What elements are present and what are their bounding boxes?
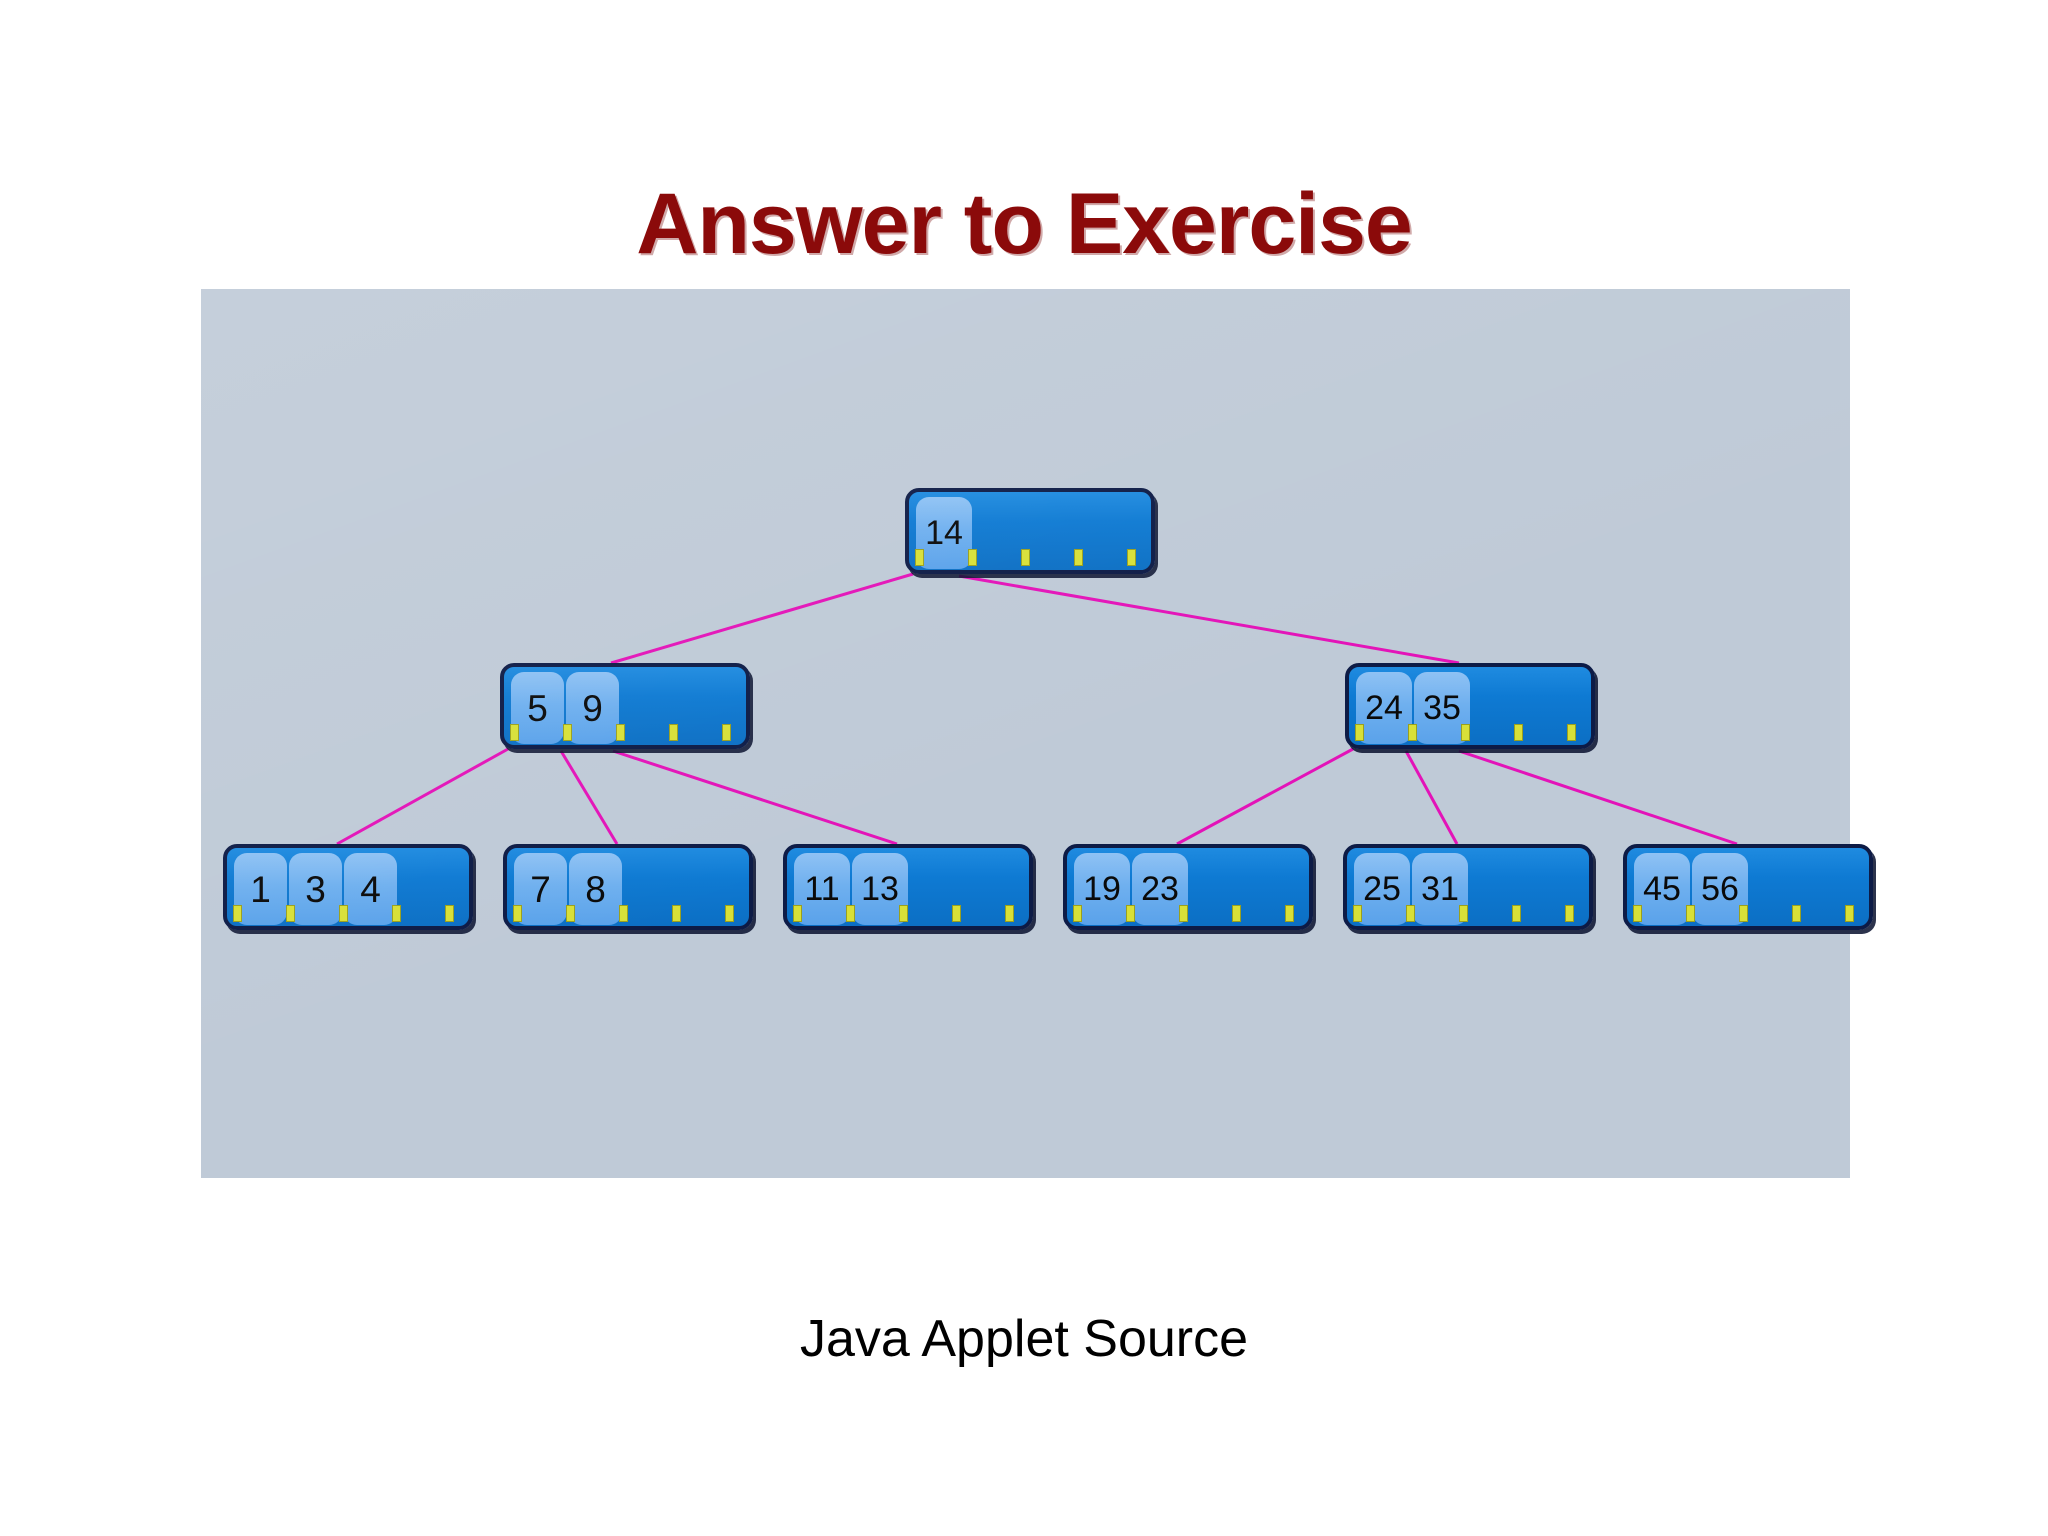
btree-child-pointer-marker <box>1567 724 1576 741</box>
btree-key-cell[interactable]: 23 <box>1132 853 1188 925</box>
btree-child-pointer-marker <box>1005 905 1014 922</box>
btree-edge <box>1404 750 1459 845</box>
btree-child-pointer-marker <box>722 724 731 741</box>
btree-child-pointer-marker <box>1845 905 1854 922</box>
slide-title: Answer to Exercise <box>636 176 1412 272</box>
btree-edge <box>559 750 619 845</box>
btree-key-cell[interactable]: 19 <box>1074 853 1130 925</box>
btree-child-pointer-marker <box>1512 905 1521 922</box>
applet-source-caption: Java Applet Source <box>799 1310 1249 1368</box>
btree-key-cell[interactable]: 8 <box>569 853 622 925</box>
btree-key-cell[interactable]: 7 <box>514 853 567 925</box>
btree-child-pointer-marker <box>725 905 734 922</box>
btree-edge <box>336 747 509 846</box>
btree-key-cell[interactable]: 14 <box>916 497 972 569</box>
btree-key-cell[interactable]: 35 <box>1414 672 1470 744</box>
btree-child-pointer-marker <box>1074 549 1083 566</box>
btree-key-cell[interactable]: 5 <box>511 672 564 744</box>
btree-edge <box>610 572 914 665</box>
btree-edge <box>1176 747 1354 846</box>
btree-node-root[interactable]: 14 <box>905 488 1155 574</box>
btree-key-cell[interactable]: 56 <box>1692 853 1748 925</box>
btree-child-pointer-marker <box>1792 905 1801 922</box>
btree-key-cell[interactable]: 3 <box>289 853 342 925</box>
btree-key-cell[interactable]: 24 <box>1356 672 1412 744</box>
btree-child-pointer-marker <box>672 905 681 922</box>
btree-child-pointer-marker <box>445 905 454 922</box>
btree-key-cell[interactable]: 9 <box>566 672 619 744</box>
btree-child-pointer-marker <box>1285 905 1294 922</box>
btree-key-cell[interactable]: 31 <box>1412 853 1468 925</box>
btree-edge <box>1458 749 1738 846</box>
btree-child-pointer-marker <box>952 905 961 922</box>
btree-key-cell[interactable]: 13 <box>852 853 908 925</box>
btree-key-cell[interactable]: 1 <box>234 853 287 925</box>
btree-key-cell[interactable]: 45 <box>1634 853 1690 925</box>
btree-edge <box>612 749 898 846</box>
btree-child-pointer-marker <box>669 724 678 741</box>
btree-edge <box>958 574 1460 665</box>
btree-child-pointer-marker <box>1021 549 1030 566</box>
btree-child-pointer-marker <box>1514 724 1523 741</box>
btree-key-cell[interactable]: 11 <box>794 853 850 925</box>
btree-key-cell[interactable]: 4 <box>344 853 397 925</box>
btree-edge-layer <box>336 572 1738 846</box>
btree-child-pointer-marker <box>1565 905 1574 922</box>
btree-key-cell[interactable]: 25 <box>1354 853 1410 925</box>
btree-child-pointer-marker <box>1127 549 1136 566</box>
btree-child-pointer-marker <box>1232 905 1241 922</box>
